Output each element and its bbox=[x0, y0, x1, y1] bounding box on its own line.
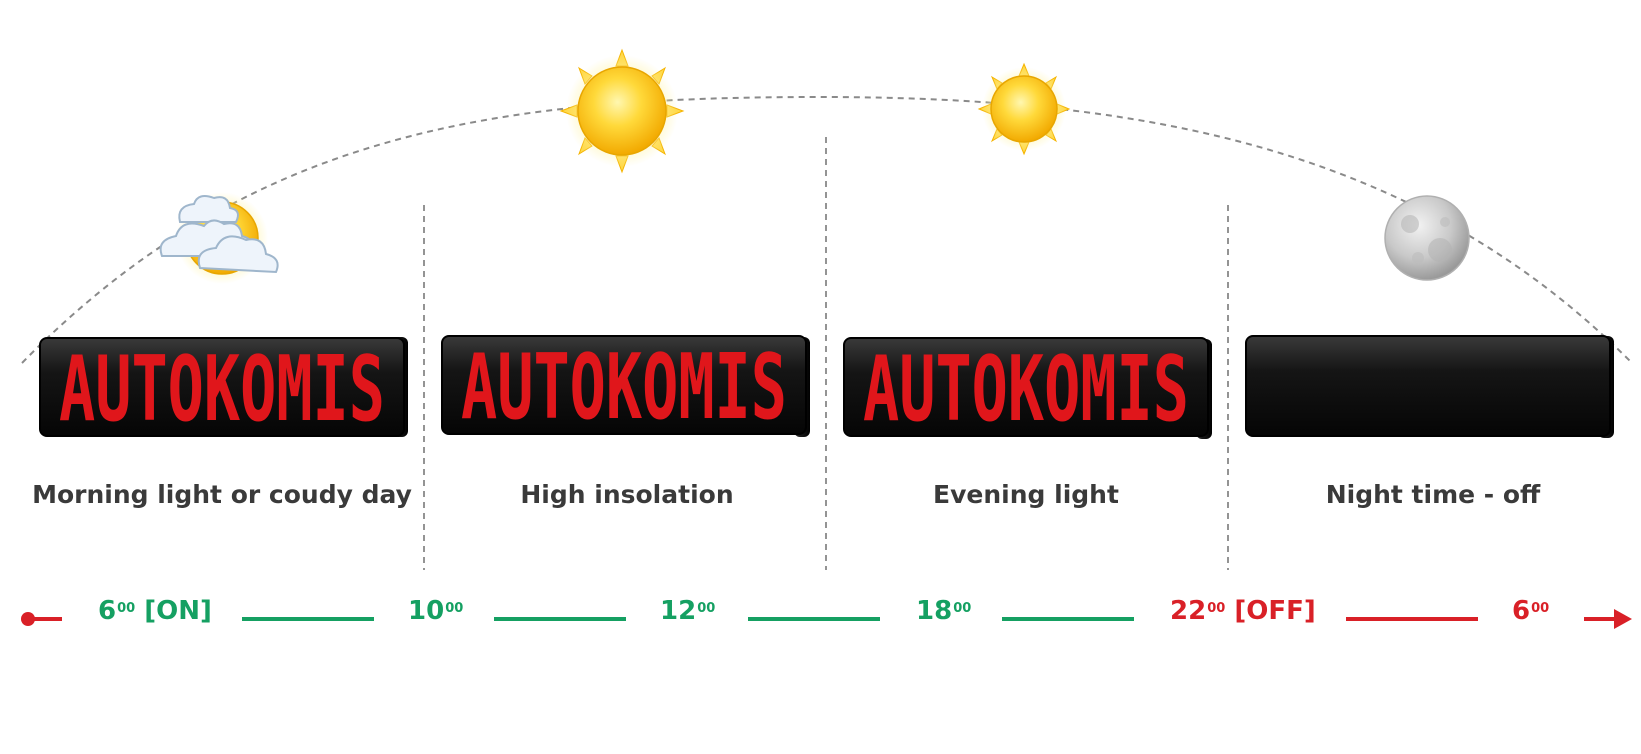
time-label: 1200 bbox=[660, 596, 716, 626]
caption-morning: Morning light or coudy day bbox=[32, 480, 412, 509]
timeline-end-arrow-icon bbox=[1584, 609, 1632, 629]
led-board-text: AUTOKOMIS bbox=[863, 337, 1189, 442]
timeline-segment-on bbox=[494, 617, 626, 621]
timeline-segment-on bbox=[242, 617, 374, 621]
led-board-text: AUTOKOMIS bbox=[59, 337, 385, 442]
time-label: 600 bbox=[1512, 596, 1550, 626]
led-board-noon: AUTOKOMIS bbox=[441, 335, 810, 440]
timeline-segment-off bbox=[1346, 617, 1478, 621]
time-label-off: 2200 [OFF] bbox=[1170, 596, 1316, 626]
time-label: 1000 bbox=[408, 596, 464, 626]
sun-behind-clouds-icon bbox=[159, 192, 279, 284]
led-board-text: AUTOKOMIS bbox=[461, 335, 787, 440]
led-board-morning: AUTOKOMIS bbox=[39, 337, 408, 442]
caption-evening: Evening light bbox=[933, 480, 1119, 509]
moon-icon bbox=[1384, 195, 1470, 281]
time-label-on: 600 [ON] bbox=[98, 596, 212, 626]
time-label: 1800 bbox=[916, 596, 972, 626]
timeline-start-line bbox=[28, 617, 62, 621]
timeline-segment-on bbox=[748, 617, 880, 621]
caption-high-insolation: High insolation bbox=[520, 480, 734, 509]
small-sun-icon bbox=[977, 62, 1071, 156]
caption-night: Night time - off bbox=[1325, 480, 1541, 509]
led-board-night-off bbox=[1245, 335, 1614, 438]
led-board-evening: AUTOKOMIS bbox=[843, 337, 1212, 442]
timeline-segment-on bbox=[1002, 617, 1134, 621]
bright-sun-icon bbox=[559, 48, 685, 174]
